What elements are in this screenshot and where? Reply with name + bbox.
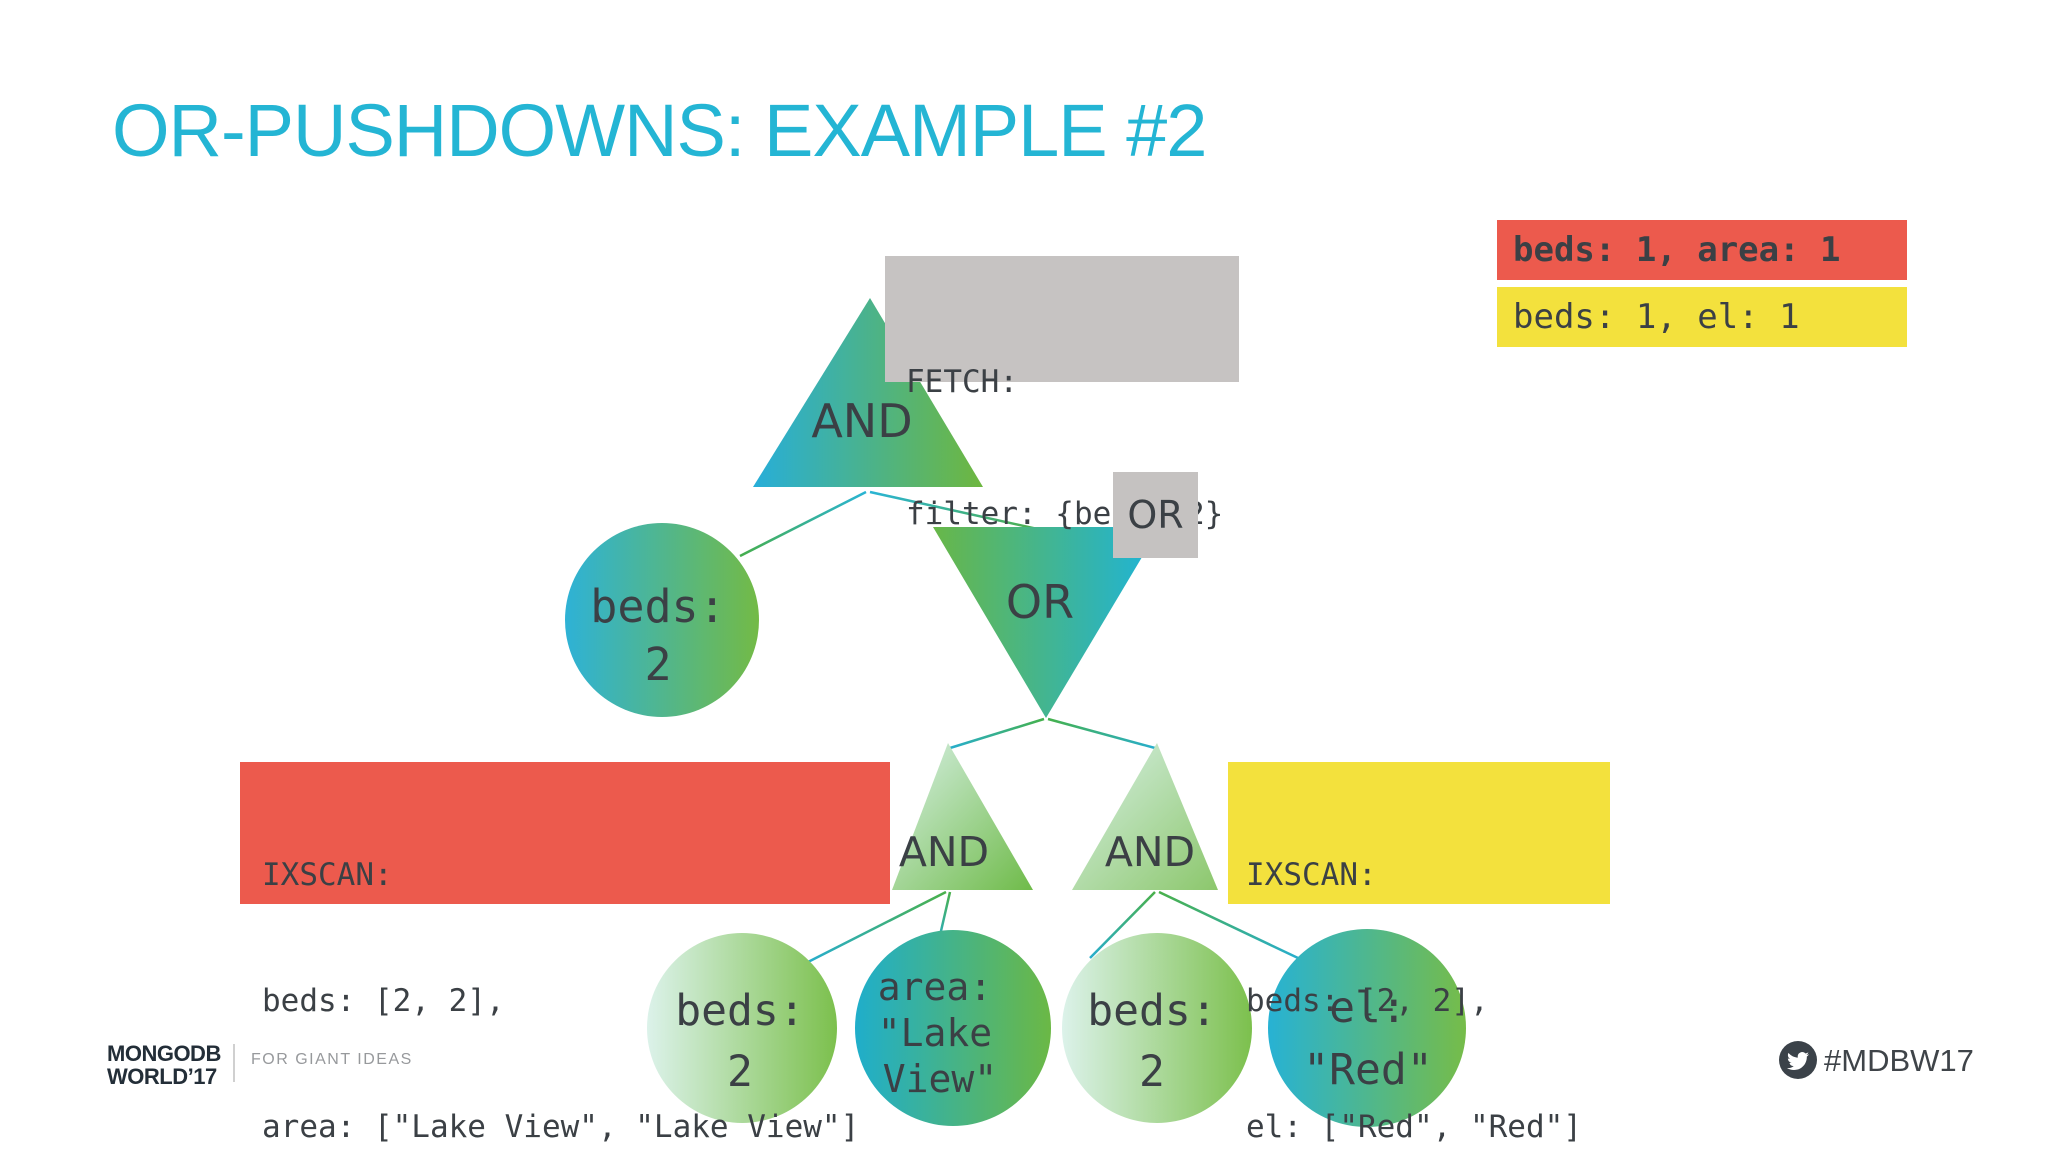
leaf-el-line2: "Red" — [1303, 1045, 1432, 1095]
edge-or-to-and-right — [1047, 717, 1156, 750]
and-right-label: AND — [1105, 828, 1195, 876]
ixscan-right-line2: beds: [2, 2], — [1246, 983, 1489, 1019]
edge-andright-to-beds — [1089, 891, 1156, 959]
ixscan-left-line3: area: ["Lake View", "Lake View"] — [262, 1109, 860, 1145]
and-left-triangle — [892, 743, 1033, 890]
brand-line1: MONGODB — [107, 1041, 221, 1066]
and-right-triangle — [1072, 743, 1218, 890]
leaf-circle-beds-right — [1062, 933, 1252, 1123]
event-hashtag: #MDBW17 — [1824, 1043, 1974, 1078]
fetch-stage-box: FETCH: filter: {beds: 2} — [885, 256, 1239, 532]
fetch-line1: FETCH: — [906, 364, 1018, 400]
edge-or-to-and-left — [949, 717, 1045, 750]
leaf-el-line1: el: — [1329, 983, 1407, 1033]
leaf-circle-el — [1268, 929, 1466, 1127]
index-legend-yellow: beds: 1, el: 1 — [1497, 287, 1907, 347]
or-label: OR — [1006, 575, 1074, 629]
ixscan-right-line1: IXSCAN: — [1246, 857, 1377, 893]
and-root-triangle — [753, 298, 983, 487]
ixscan-right-line3: el: ["Red", "Red"] — [1246, 1109, 1582, 1145]
brand-line2: WORLD’17 — [107, 1064, 217, 1089]
leaf-circle-beds-root — [565, 523, 759, 717]
edge-root-to-or — [869, 490, 1043, 532]
leaf-beds-root-line2: 2 — [644, 638, 671, 691]
ixscan-left-box: IXSCAN: beds: [2, 2], area: ["Lake View"… — [240, 762, 890, 1145]
leaf-beds-right-line1: beds: — [1087, 986, 1216, 1036]
leaf-circle-beds-left — [647, 933, 837, 1123]
and-root-label: AND — [811, 394, 912, 448]
edge-root-to-beds — [739, 490, 867, 558]
leaf-beds-left-line1: beds: — [675, 986, 804, 1036]
and-left-label: AND — [899, 828, 989, 876]
page-title: OR-PUSHDOWNS: EXAMPLE #2 — [112, 89, 1207, 172]
footer-divider — [233, 1044, 235, 1082]
leaf-area-line2: "Lake — [878, 1011, 992, 1055]
edge-andright-to-el — [1158, 890, 1299, 960]
twitter-icon — [1779, 1041, 1817, 1079]
leaf-beds-root-line1: beds: — [590, 580, 725, 633]
index-legend-red: beds: 1, area: 1 — [1497, 220, 1907, 280]
leaf-beds-right-line2: 2 — [1139, 1047, 1165, 1097]
or-triangle — [933, 527, 1160, 718]
ixscan-left-line2: beds: [2, 2], — [262, 983, 505, 1019]
leaf-circle-area — [855, 930, 1051, 1126]
leaf-beds-left-line2: 2 — [727, 1047, 753, 1097]
leaf-area-line1: area: — [878, 965, 992, 1009]
edge-andleft-to-beds — [807, 890, 947, 964]
mongodb-world-logo: MONGODB WORLD’17 — [107, 1042, 221, 1088]
or-stage-tag: OR — [1113, 472, 1198, 558]
leaf-area-line3: View" — [883, 1057, 997, 1101]
ixscan-left-line1: IXSCAN: — [262, 857, 393, 893]
footer-tagline: FOR GIANT IDEAS — [251, 1051, 413, 1068]
ixscan-right-box: IXSCAN: beds: [2, 2], el: ["Red", "Red"] — [1228, 762, 1610, 1145]
